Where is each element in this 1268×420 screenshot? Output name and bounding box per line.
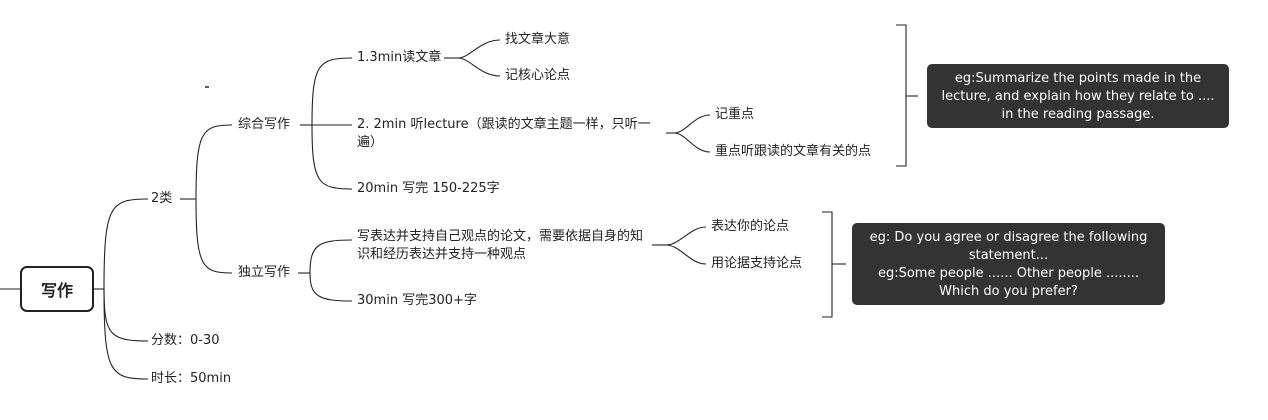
note-line: eg:Some people ...... Other people .....… [877,266,1140,281]
node-related-points[interactable]: 重点听跟读的文章有关的点 [715,144,872,159]
node-essay-description[interactable]: 写表达并支持自己观点的论文，需要依据自身的知识和经历表达并支持一种观点 [357,229,644,262]
node-listening-step[interactable]: 2. 2min 听lecture（跟读的文章主题一样，只听一遍） [357,117,651,150]
node-independent-writing[interactable]: 独立写作 [238,265,291,280]
node-take-notes[interactable]: 记重点 [715,107,755,122]
note-integrated-prompt: eg:Summarize the points made in the lect… [927,64,1229,128]
node-main-idea[interactable]: 找文章大意 [505,32,571,47]
node-reading-step[interactable]: 1.3min读文章 [357,50,442,65]
note-line: statement... [968,248,1049,263]
note-line: eg:Summarize the points made in the [954,71,1202,86]
root-node[interactable]: 写作 [20,266,94,312]
node-core-arguments[interactable]: 记核心论点 [505,68,571,83]
node-types[interactable]: 2类 [151,191,173,206]
node-integrated-time[interactable]: 20min 写完 150-225字 [357,181,500,196]
note-line: eg: Do you agree or disagree the followi… [869,230,1148,245]
note-line: lecture, and explain how they relate to … [941,89,1215,104]
node-score[interactable]: 分数：0-30 [151,333,220,348]
node-duration[interactable]: 时长：50min [151,371,232,386]
node-support-argument[interactable]: 用论据支持论点 [711,256,803,271]
node-state-argument[interactable]: 表达你的论点 [711,219,790,234]
note-line: Which do you prefer? [939,284,1078,299]
note-independent-prompt: eg: Do you agree or disagree the followi… [852,223,1165,305]
node-integrated-writing[interactable]: 综合写作 [238,117,291,132]
node-independent-time[interactable]: 30min 写完300+字 [357,293,477,308]
note-line: in the reading passage. [1001,107,1155,122]
